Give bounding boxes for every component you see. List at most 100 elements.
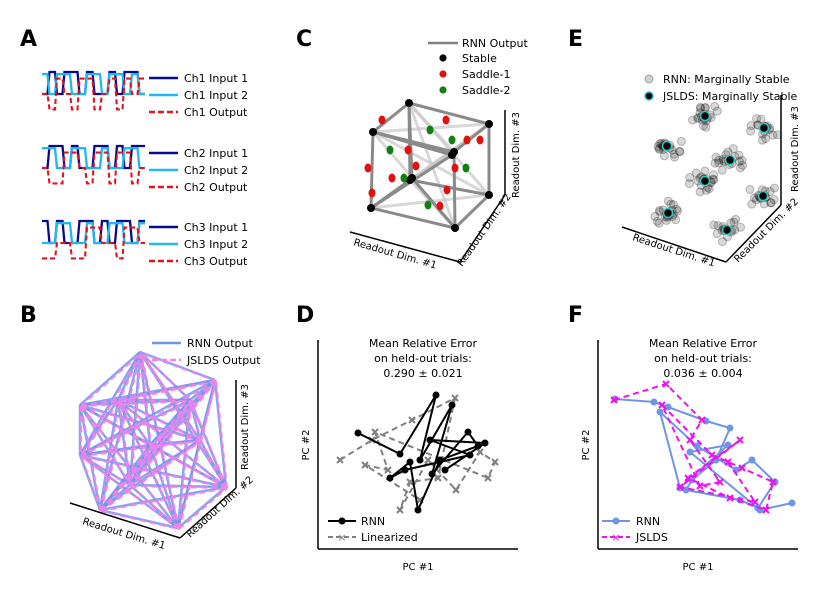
jslds-marginal-point [662, 207, 674, 219]
saddle2-point [424, 200, 432, 210]
legend-marker-rnn-marg [644, 74, 654, 84]
legend-marker-saddle1 [439, 70, 447, 78]
jslds-output-segment [214, 380, 229, 489]
linearized-point [491, 458, 499, 466]
legend-marker-rnn-d [338, 517, 346, 525]
rnn-output-edge [408, 101, 490, 126]
rnn-output-segment [176, 439, 202, 529]
jslds-point [658, 401, 666, 409]
linearized-point [361, 461, 369, 469]
rnn-output-segment [78, 351, 142, 456]
legend-ch2-output: Ch2 Output [184, 181, 248, 194]
saddle2-point [400, 173, 408, 183]
legend-marker-stable [439, 54, 447, 62]
rnn-marginal-point [688, 115, 698, 125]
stable-point [451, 224, 459, 232]
panel-e-label: E [568, 27, 583, 52]
panel-e: E Readout Dim. #1 Readout Dim. #2 Readou… [568, 27, 801, 269]
linearized-point [451, 394, 459, 402]
rnn-point [726, 424, 734, 432]
rnn-marginal-point [675, 147, 685, 157]
rnn-marginal-point [712, 229, 722, 239]
rnn-point [748, 456, 756, 464]
rnn-marginal-point [746, 126, 756, 136]
jslds-output-segment [80, 405, 132, 487]
rnn-marginal-point [684, 179, 694, 189]
panel-e-y-axis [725, 204, 782, 263]
rnn-point [432, 391, 440, 399]
jslds-marginal-point [661, 140, 673, 152]
rnn-point [414, 506, 422, 514]
panel-a: A Ch1 Input 1 Ch1 Input 2 Ch1 Output Ch2… [20, 27, 248, 268]
rnn-marginal-point [714, 155, 724, 165]
rnn-point [474, 442, 482, 450]
rnn-marginal-point [747, 199, 757, 209]
rnn-marginal-point [737, 156, 747, 166]
jslds-output-segment [150, 400, 192, 447]
stable-point [485, 191, 493, 199]
panel-b: B Readout Dim. #1 Readout Dim. #2 Readou… [20, 303, 261, 552]
rnn-marginal-point [663, 196, 673, 206]
legend-ch1-input2: Ch1 Input 2 [184, 89, 248, 102]
panel-e-xlabel: Readout Dim. #1 [631, 232, 716, 269]
rnn-marginal-point [672, 204, 682, 214]
rnn-marginal-point [745, 184, 755, 194]
panel-f-trajectories [610, 380, 796, 514]
rnn-marginal-point [698, 121, 708, 131]
panel-f-xlabel: PC #1 [683, 562, 714, 573]
rnn-marginal-point [729, 217, 739, 227]
jslds-output-segment [80, 400, 120, 457]
jslds-point [769, 478, 777, 486]
jslds-point [751, 498, 759, 506]
rnn-marginal-point [731, 214, 741, 224]
legend-c-saddle2: Saddle-2 [462, 84, 510, 97]
legend-ch2-input2: Ch2 Input 2 [184, 164, 248, 177]
panel-a-traces [42, 70, 145, 260]
rnn-point [396, 450, 404, 458]
jslds-output-segment [189, 400, 229, 489]
rnn-point [426, 436, 434, 444]
jslds-output-segment [130, 440, 202, 487]
saddle2-point [386, 145, 394, 155]
rnn-output-segment [177, 486, 227, 529]
rnn-marginal-point [676, 136, 686, 146]
rnn-marginal-point [768, 130, 778, 140]
ch-input2-trace [42, 147, 145, 170]
panel-b-trajectories [78, 350, 229, 531]
rnn-marginal-point [654, 218, 664, 228]
jslds-output-segment [118, 379, 217, 403]
ch-output-trace [42, 226, 145, 260]
jslds-point [762, 506, 770, 514]
rnn-marginal-point [769, 183, 779, 193]
jslds-output-segment [130, 445, 152, 487]
panel-d-xlabel: PC #1 [403, 562, 434, 573]
panel-f: F PC #1 PC #2 Mean Relative Error on hel… [568, 303, 798, 573]
panel-f-annotation-3: 0.036 ± 0.004 [663, 367, 742, 380]
stable-point [448, 151, 456, 159]
rnn-marginal-point [766, 198, 776, 208]
rnn-point [686, 448, 694, 456]
panel-e-x-axis [621, 226, 727, 263]
rnn-output-edge [372, 101, 410, 134]
panel-a-legend: Ch1 Input 1 Ch1 Input 2 Ch1 Output Ch2 I… [149, 72, 248, 268]
saddle1-point [368, 188, 376, 198]
jslds-output-segment [177, 400, 193, 530]
panel-c-x-axis [349, 231, 461, 263]
jslds-output-segment [118, 400, 202, 442]
jslds-point [736, 436, 744, 444]
panel-f-annotation-1: Mean Relative Error [649, 337, 758, 350]
rnn-point [428, 470, 436, 478]
stable-point [408, 174, 416, 182]
jslds-point [716, 478, 724, 486]
jslds-output-segment [129, 352, 143, 487]
rnn-marginal-point [672, 206, 682, 216]
rnn-marginal-point [652, 216, 662, 226]
rnn-marginal-point [710, 101, 720, 111]
jslds-point [726, 494, 734, 502]
legend-e-rnn: RNN: Marginally Stable [663, 73, 790, 86]
legend-c-stable: Stable [462, 52, 497, 65]
stable-point [405, 99, 413, 107]
rnn-marginal-point [734, 156, 744, 166]
jslds-output-segment [140, 351, 217, 383]
